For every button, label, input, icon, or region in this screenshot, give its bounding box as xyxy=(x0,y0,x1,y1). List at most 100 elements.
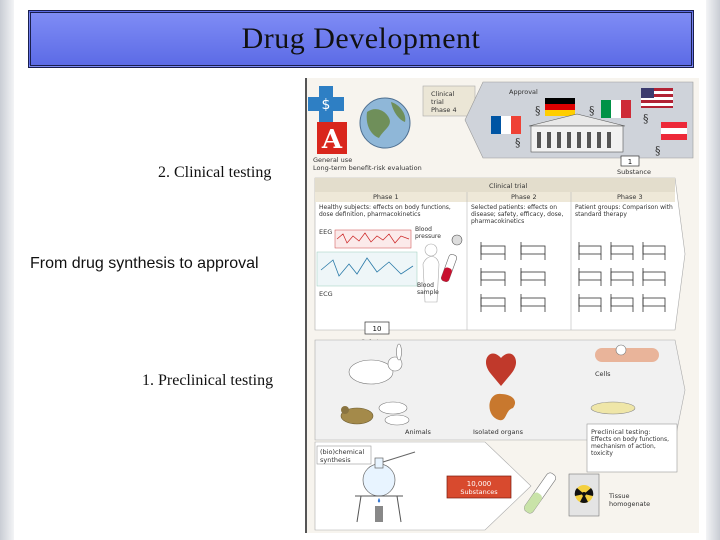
government-building-icon xyxy=(528,113,626,153)
approval-label: Approval xyxy=(509,88,538,96)
blood-pressure-label: Blood pressure xyxy=(415,226,441,240)
blood-sample-label: Blood sample xyxy=(417,282,439,296)
synthesis-line1: (bio)chemical xyxy=(320,448,364,456)
heart-organ-icon xyxy=(485,353,517,386)
kidney-organ-icon xyxy=(489,393,516,421)
phase4-box xyxy=(422,85,476,117)
paragraph-symbol-4: § xyxy=(515,136,521,149)
hospital-bed-icon xyxy=(578,294,602,312)
blood-pressure-gauge-icon xyxy=(451,234,463,246)
hospital-bed-icon xyxy=(480,268,506,286)
svg-text:$: $ xyxy=(322,97,331,113)
general-use-line2: Long-term benefit-risk evaluation xyxy=(313,164,422,172)
globe-icon xyxy=(359,97,411,149)
figure-left-rule xyxy=(305,78,307,533)
italian-flag-icon xyxy=(601,100,631,118)
preclinical-box-title: Preclinical testing: xyxy=(591,428,651,436)
us-flag-icon xyxy=(641,88,673,108)
hospital-bed-icon xyxy=(642,294,666,312)
cells-icon xyxy=(595,344,659,362)
phase4-line3: Phase 4 xyxy=(431,106,457,114)
drug-development-figure: $ A Clinical trial Phase 4 General use L… xyxy=(305,78,699,533)
eeg-label: EEG xyxy=(319,228,332,236)
paragraph-symbol-3: § xyxy=(643,112,649,125)
clinical-testing-label: 2. Clinical testing xyxy=(158,164,272,181)
phase1-desc: Healthy subjects: effects on body functi… xyxy=(319,204,451,218)
petri-dish-icon xyxy=(590,401,636,415)
slide-title: Drug Development xyxy=(241,22,481,55)
test-tube-icon xyxy=(523,472,557,514)
preclinical-info-box xyxy=(586,423,678,473)
hospital-bed-icon xyxy=(610,268,634,286)
phase3-hospital-beds xyxy=(578,242,666,312)
phase4-line2: trial xyxy=(431,98,444,106)
hospital-bed-icon xyxy=(578,268,602,286)
pharmacy-cross-icon: $ xyxy=(308,86,344,122)
pharmacy-a-icon: A xyxy=(317,122,347,155)
approval-section: $ A Clinical trial Phase 4 General use L… xyxy=(308,81,694,176)
hospital-bed-icon xyxy=(642,268,666,286)
paragraph-symbol-2: § xyxy=(589,104,595,117)
cells-label: Cells xyxy=(595,370,611,378)
phase1-label: Phase 1 xyxy=(373,193,399,201)
hospital-bed-icon xyxy=(520,242,546,260)
mouse-icon xyxy=(378,401,410,426)
preclinical-testing-label: 1. Preclinical testing xyxy=(142,372,274,389)
ecg-label: ECG xyxy=(319,290,333,298)
tissue-line1: Tissue xyxy=(608,492,629,500)
clinical-trial-section: Clinical trial Phase 1 Phase 2 Phase 3 H… xyxy=(314,177,686,346)
substance-1-label: Substance xyxy=(617,168,651,176)
phase3-label: Phase 3 xyxy=(617,193,643,201)
hospital-bed-icon xyxy=(610,242,634,260)
clinical-trial-header: Clinical trial xyxy=(489,182,528,190)
substance-1-count: 1 xyxy=(628,158,632,166)
eeg-trace-panel xyxy=(334,229,412,249)
substance-10-count: 10 xyxy=(373,325,382,333)
hospital-bed-icon xyxy=(520,268,546,286)
frog-icon xyxy=(340,406,374,425)
title-bar: Drug Development xyxy=(28,10,694,68)
blood-sample-tube-icon xyxy=(440,254,458,282)
tissue-line2: homogenate xyxy=(609,500,650,508)
substance-10000-label: Substances xyxy=(460,488,498,496)
phase4-line1: Clinical xyxy=(431,90,455,98)
animals-label: Animals xyxy=(405,428,431,436)
hospital-bed-icon xyxy=(520,294,546,312)
hospital-bed-icon xyxy=(480,242,506,260)
substance-10000-count: 10,000 xyxy=(467,480,492,488)
synthesis-label-box xyxy=(316,445,372,465)
synthesis-line2: synthesis xyxy=(320,456,351,464)
preclinical-box-desc: Effects on body functions, mechanism of … xyxy=(591,436,669,457)
phase2-label: Phase 2 xyxy=(511,193,537,201)
hospital-bed-icon xyxy=(480,294,506,312)
right-frame-border xyxy=(706,0,720,540)
overview-label: From drug synthesis to approval xyxy=(30,255,259,272)
preclinical-section: Animals Isolated organs Cells Preclinica… xyxy=(314,339,686,473)
phase-header-bar xyxy=(315,192,675,202)
austrian-flag-icon xyxy=(661,122,687,140)
substance-1-box xyxy=(620,155,640,167)
paragraph-symbol-5: § xyxy=(655,144,661,157)
svg-text:A: A xyxy=(321,125,343,155)
french-flag-icon xyxy=(491,116,521,134)
radioactive-jar-icon xyxy=(568,473,600,517)
paragraph-symbol-1: § xyxy=(535,104,541,117)
german-flag-icon xyxy=(545,98,575,116)
substance-10-box xyxy=(364,321,390,335)
flask-burner-icon xyxy=(355,451,416,523)
clinical-trial-header-bar xyxy=(315,178,675,192)
phase2-hospital-beds xyxy=(480,242,546,312)
eeg-trace xyxy=(336,232,410,244)
rabbit-icon xyxy=(348,343,403,385)
left-frame-border xyxy=(0,0,14,540)
hospital-bed-icon xyxy=(578,242,602,260)
substance-10000-box xyxy=(446,475,512,499)
general-use-line1: General use xyxy=(313,156,352,164)
test-subject-figure xyxy=(316,243,440,303)
hospital-bed-icon xyxy=(642,242,666,260)
preclinical-panel xyxy=(314,339,686,441)
phase2-desc: Selected patients: effects on disease; s… xyxy=(471,204,564,225)
hospital-bed-icon xyxy=(610,294,634,312)
phase3-desc: Patient groups: Comparison with standard… xyxy=(575,204,673,218)
isolated-organs-label: Isolated organs xyxy=(473,428,524,436)
